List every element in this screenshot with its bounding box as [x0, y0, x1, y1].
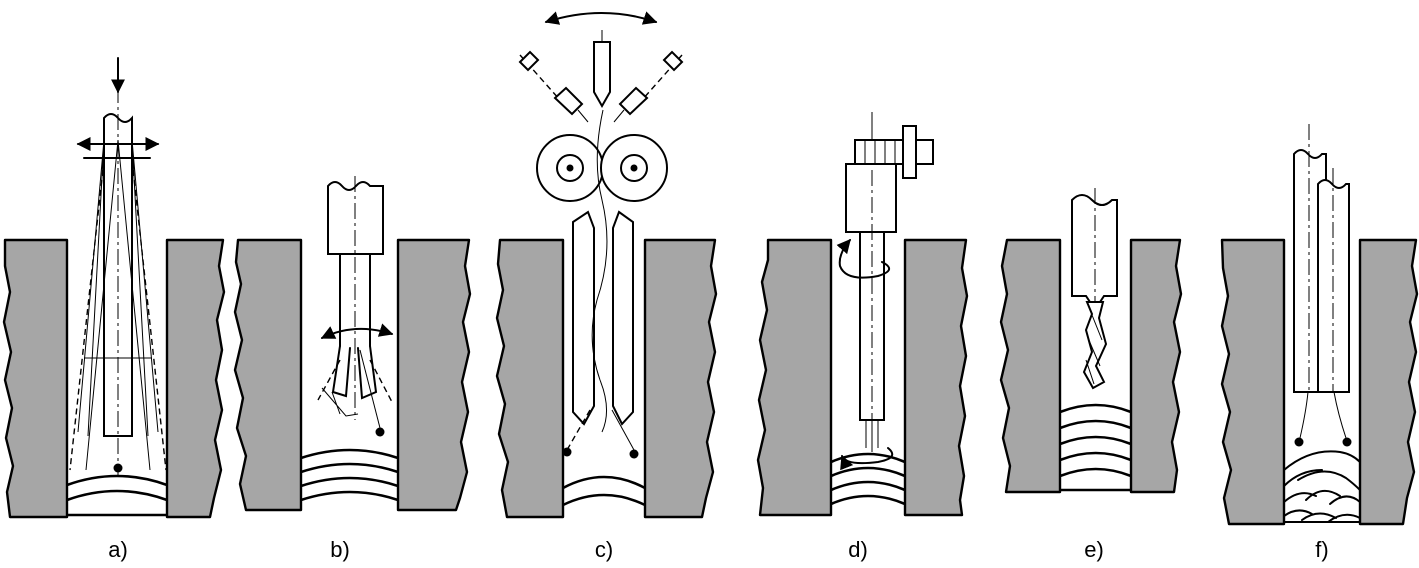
panel-c-right-wall: [643, 238, 718, 519]
panel-d-right-wall: [903, 238, 969, 517]
panel-f-weld-beads: [1283, 450, 1361, 523]
panel-f: f): [1220, 124, 1419, 562]
panel-f-right-wall: [1358, 238, 1419, 526]
panel-a-weld-beads: [66, 474, 168, 517]
panel-c-left-wall: [495, 238, 565, 519]
panel-e-label: e): [1084, 537, 1104, 562]
panel-c-guide-tube: [572, 109, 634, 433]
panel-a-right-wall: [165, 238, 226, 519]
panel-b-right-wall: [396, 238, 472, 512]
panel-a-electrode: [69, 57, 167, 475]
panel-e-left-wall: [999, 238, 1062, 494]
panel-b-weld-beads: [300, 448, 399, 502]
panel-b: b): [233, 176, 472, 562]
panel-b-left-wall: [233, 238, 303, 512]
panel-e: e): [999, 188, 1183, 562]
panel-c-weld-beads: [562, 475, 646, 507]
panel-f-left-wall: [1220, 238, 1286, 526]
panel-d: d): [756, 112, 969, 562]
panel-e-electrode: [1071, 188, 1118, 390]
panel-c-feed-rolls: [536, 134, 668, 202]
panel-e-weld-beads: [1059, 403, 1132, 492]
panel-c: c): [495, 11, 718, 562]
panel-b-electrode: [317, 176, 394, 437]
panel-d-oscillator-head: [836, 112, 934, 471]
panel-d-label: d): [848, 537, 868, 562]
panel-f-label: f): [1315, 537, 1328, 562]
panel-a-label: a): [108, 537, 128, 562]
panel-f-electrodes: [1293, 124, 1352, 447]
panel-d-left-wall: [756, 238, 833, 517]
panel-c-torches: [518, 11, 684, 123]
panel-d-weld-beads: [830, 452, 906, 506]
panel-a: a): [2, 57, 226, 562]
panel-e-right-wall: [1129, 238, 1183, 494]
panel-c-label: c): [595, 537, 613, 562]
panel-a-left-wall: [2, 238, 69, 519]
panel-b-label: b): [330, 537, 350, 562]
